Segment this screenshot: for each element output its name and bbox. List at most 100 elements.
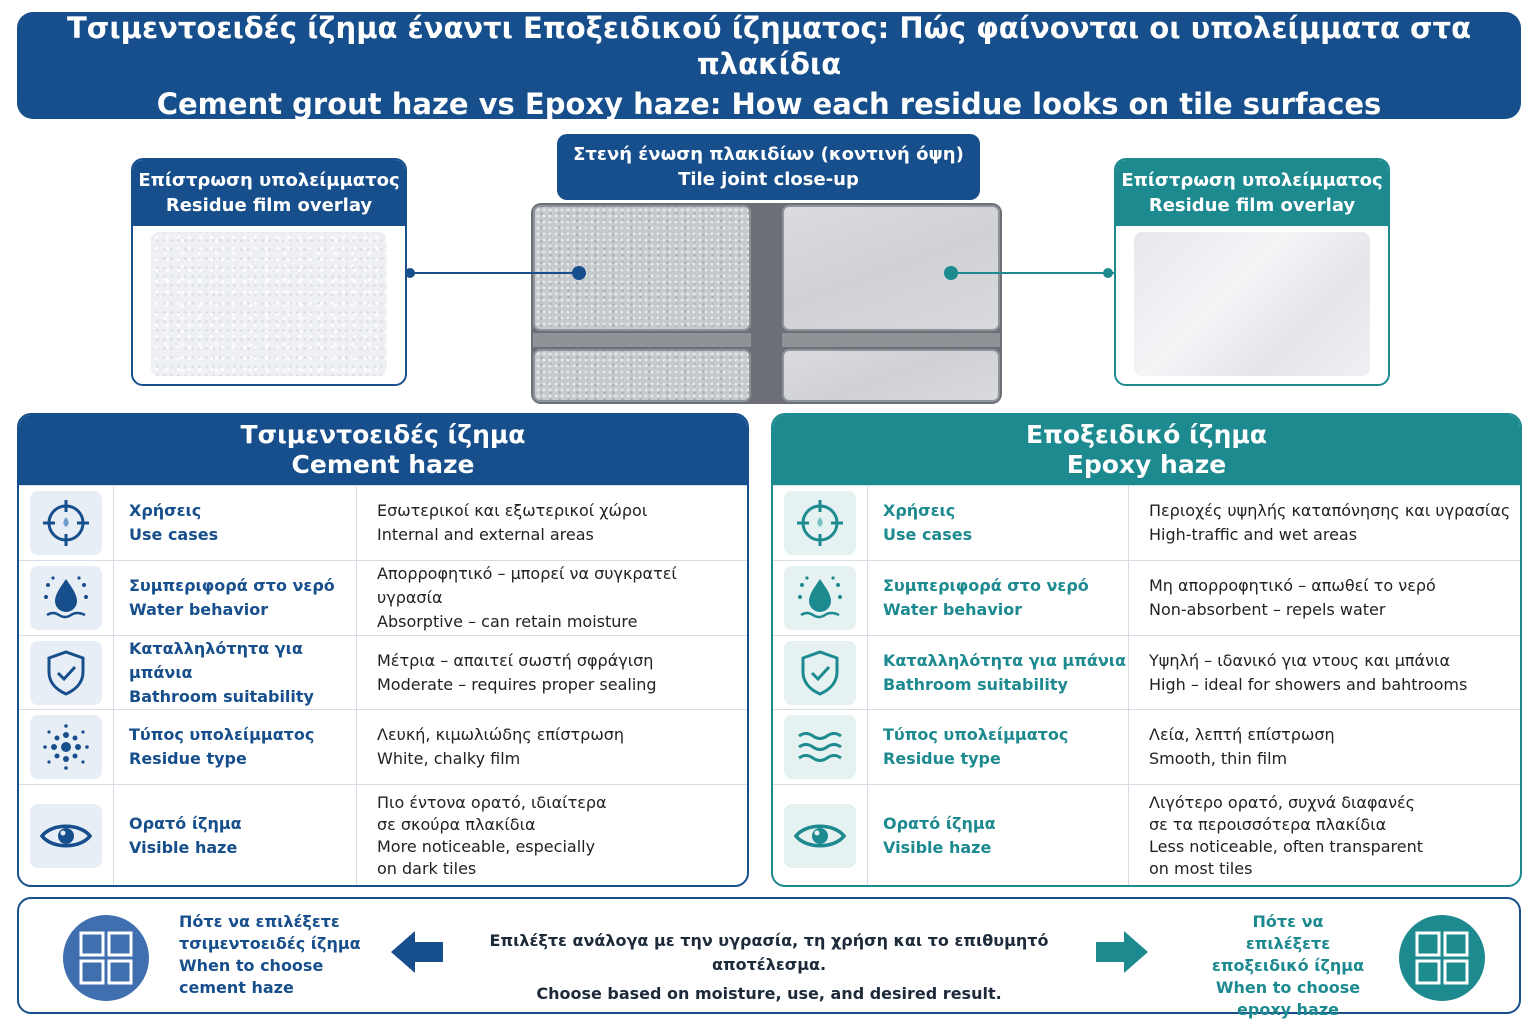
epoxy-row-use-cases: Χρήσεις Use cases Περιοχές υψηλής καταπό… [773, 485, 1520, 560]
choose-epoxy-greek-1: Πότε να επιλέξετε [1245, 912, 1331, 953]
row-value-line: High – ideal for showers and bahtrooms [1149, 674, 1468, 694]
row-value-line: Λεία, λεπτή επίστρωση [1149, 725, 1335, 744]
epoxy-residue-swatch [1134, 232, 1370, 376]
row-label-english: Residue type [129, 749, 247, 768]
choose-epoxy-english-2: epoxy haze [1237, 1000, 1339, 1019]
waves-icon [784, 715, 856, 779]
when-to-choose-cement: Πότε να επιλέξετε τσιμεντοειδές ίζημα Wh… [179, 911, 361, 999]
epoxy-row-water-behavior: Συμπεριφορά στο νερό Water behavior Μη α… [773, 560, 1520, 635]
overlay-right-header: Επίστρωση υπολείμματος Residue film over… [1116, 160, 1388, 226]
cement-residue-swatch [151, 232, 387, 376]
row-value-line: Non-absorbent – repels water [1149, 600, 1386, 619]
row-label-greek: Συμπεριφορά στο νερό [883, 576, 1089, 595]
cement-row-bathroom-suitability: Καταλληλότητα για μπάνια Bathroom suitab… [19, 635, 747, 709]
arrow-left-icon [389, 929, 445, 979]
row-label-english: Use cases [883, 525, 973, 544]
row-label-greek: Χρήσεις [883, 501, 956, 520]
eye-icon [30, 804, 102, 868]
epoxy-heading-english: Epoxy haze [1066, 450, 1227, 479]
joint-label-greek: Στενή ένωση πλακιδίων (κοντινή όψη) [573, 144, 964, 165]
cement-tile-grid-icon [63, 915, 149, 1001]
row-value-line: on most tiles [1149, 859, 1253, 878]
row-value-line: High-traffic and wet areas [1149, 525, 1358, 544]
arrow-right-icon [1094, 929, 1150, 979]
row-label-greek: Καταλληλότητα για μπάνια [129, 638, 303, 682]
cement-residue-overlay-card: Επίστρωση υπολείμματος Residue film over… [131, 158, 407, 386]
row-value-line: Internal and external areas [377, 525, 594, 544]
cement-row-visible-haze: Ορατό ίζημα Visible haze Πιο έντονα ορατ… [19, 784, 747, 885]
tile-epoxy-bottom [782, 349, 1000, 402]
cement-heading-english: Cement haze [291, 450, 475, 479]
epoxy-haze-panel: Εποξειδικό ίζημα Epoxy haze Χρήσεις Use … [771, 413, 1522, 887]
right-connector-dot-start [944, 266, 958, 280]
row-label-greek: Ορατό ίζημα [129, 814, 242, 833]
choose-cement-greek-1: Πότε να επιλέξετε [179, 912, 340, 931]
row-label-english: Water behavior [883, 600, 1023, 619]
tile-epoxy-top [782, 205, 1000, 331]
row-label-greek: Τύπος υπολείμματος [129, 725, 315, 744]
choose-epoxy-english-1: When to choose [1215, 978, 1361, 997]
tile-cement-top [533, 205, 751, 331]
row-value-line: on dark tiles [377, 859, 477, 878]
row-label-english: Bathroom suitability [883, 674, 1068, 694]
title-english: Cement grout haze vs Epoxy haze: How eac… [156, 86, 1382, 121]
choose-cement-english-2: cement haze [179, 978, 294, 997]
overlay-left-english: Residue film overlay [165, 195, 373, 216]
choose-cement-english-1: When to choose [179, 956, 324, 975]
epoxy-residue-overlay-card: Επίστρωση υπολείμματος Residue film over… [1114, 158, 1390, 386]
row-label-english: Use cases [129, 525, 219, 544]
row-value-line: White, chalky film [377, 749, 521, 768]
when-to-choose-epoxy: Πότε να επιλέξετε εποξειδικό ίζημα When … [1209, 911, 1367, 1021]
guidance-english: Choose based on moisture, use, and desir… [536, 984, 1002, 1003]
eye-icon [784, 804, 856, 868]
choose-cement-greek-2: τσιμεντοειδές ίζημα [179, 934, 361, 953]
tile-joint-label: Στενή ένωση πλακιδίων (κοντινή όψη) Tile… [557, 134, 980, 200]
epoxy-row-residue-type: Τύπος υπολείμματος Residue type Λεία, λε… [773, 709, 1520, 784]
row-value-line: Απορροφητικό – μπορεί να συγκρατεί υγρασ… [377, 564, 677, 607]
row-value-line: σε τα περοισσότερα πλακίδια [1149, 815, 1387, 834]
row-value-line: Moderate – requires proper sealing [377, 674, 657, 694]
water-drop-icon [30, 566, 102, 630]
row-label-greek: Συμπεριφορά στο νερό [129, 576, 335, 595]
right-connector-dot-end [1103, 268, 1113, 278]
cement-heading-greek: Τσιμεντοειδές ίζημα [240, 420, 526, 449]
row-label-english: Visible haze [129, 838, 238, 857]
row-value-line: Absorptive – can retain moisture [377, 612, 638, 631]
title-banner: Τσιμεντοειδές ίζημα έναντι Εποξειδικού ί… [17, 10, 1521, 121]
row-label-greek: Χρήσεις [129, 501, 202, 520]
row-value-line: σε σκούρα πλακίδια [377, 815, 536, 834]
epoxy-heading-greek: Εποξειδικό ίζημα [1026, 420, 1267, 449]
row-label-english: Residue type [883, 749, 1001, 768]
overlay-left-greek: Επίστρωση υπολείμματος [138, 170, 400, 191]
left-connector-dot-start [405, 268, 415, 278]
cement-haze-panel: Τσιμεντοειδές ίζημα Cement haze Χρήσεις … [17, 413, 749, 887]
bottom-decision-bar: Πότε να επιλέξετε τσιμεντοειδές ίζημα Wh… [17, 897, 1521, 1019]
row-label-english: Visible haze [883, 838, 992, 857]
cement-row-residue-type: Τύπος υπολείμματος Residue type Λευκή, κ… [19, 709, 747, 784]
choose-epoxy-greek-2: εποξειδικό ίζημα [1211, 956, 1365, 975]
row-value-line: Smooth, thin film [1149, 749, 1288, 768]
title-greek: Τσιμεντοειδές ίζημα έναντι Εποξειδικού ί… [66, 10, 1471, 81]
dots-icon [30, 715, 102, 779]
right-connector-line [952, 272, 1114, 274]
epoxy-tile-grid-icon [1399, 915, 1485, 1001]
grout-strip-right [782, 333, 1000, 347]
left-connector-dot-end [572, 266, 586, 280]
overlay-right-english: Residue film overlay [1148, 195, 1356, 216]
joint-label-english: Tile joint close-up [678, 169, 859, 190]
cement-panel-header: Τσιμεντοειδές ίζημα Cement haze [19, 415, 747, 485]
row-value-line: Υψηλή – ιδανικό για ντους και μπάνια [1149, 650, 1450, 670]
row-label-english: Water behavior [129, 600, 269, 619]
grout-strip-left [533, 333, 751, 347]
row-value-line: Εσωτερικοί και εξωτερικοί χώροι [377, 501, 648, 520]
row-label-greek: Καταλληλότητα για μπάνια [883, 650, 1126, 670]
row-label-english: Bathroom suitability [129, 686, 314, 706]
row-value-line: Less noticeable, often transparent [1149, 837, 1424, 856]
epoxy-row-visible-haze: Ορατό ίζημα Visible haze Λιγότερο ορατό,… [773, 784, 1520, 885]
target-icon [784, 491, 856, 555]
row-value-line: Λευκή, κιμωλιώδης επίστρωση [377, 725, 625, 744]
tile-cement-bottom [533, 349, 751, 402]
shield-check-icon [30, 640, 102, 705]
row-value-line: Λιγότερο ορατό, συχνά διαφανές [1149, 793, 1416, 812]
row-value-line: More noticeable, especially [377, 837, 596, 856]
